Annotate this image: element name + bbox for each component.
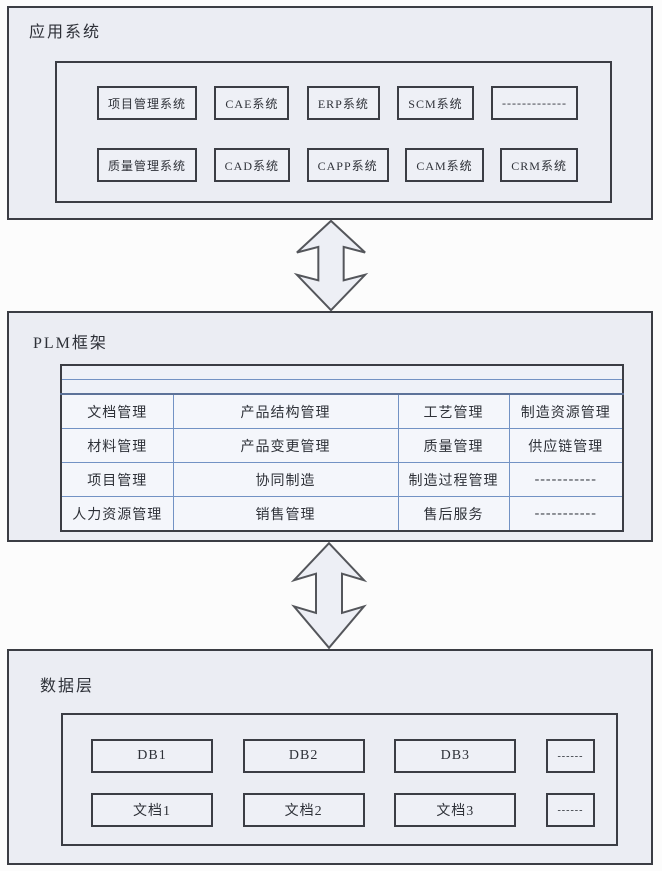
- plm-table-row-1: 文档管理 产品结构管理 工艺管理 制造资源管理: [60, 393, 624, 429]
- db1-box: DB1: [91, 739, 213, 773]
- system-box-crm: CRM系统: [500, 148, 578, 182]
- doc1-box: 文档1: [91, 793, 213, 827]
- plm-table-row-4: 人力资源管理 销售管理 售后服务 -----------: [60, 496, 624, 532]
- table-cell-supply-chain-mgmt: 供应链管理: [508, 428, 624, 463]
- table-cell-project-mgmt: 项目管理: [60, 462, 174, 497]
- plm-function-table: 文档管理 产品结构管理 工艺管理 制造资源管理 材料管理 产品变更管理 质量管理…: [60, 364, 624, 532]
- system-box-capp: CAPP系统: [306, 148, 389, 182]
- doc3-box: 文档3: [394, 793, 517, 827]
- data-layer-box: 数据层 DB1 DB2 DB3 ------ 文档1 文档2 文档3 -----…: [7, 649, 653, 865]
- table-spacer-cell-2: [60, 379, 624, 395]
- db-ellipsis-box: ------: [545, 739, 595, 773]
- system-box-erp: ERP系统: [306, 86, 380, 120]
- table-cell-sales-mgmt: 销售管理: [172, 496, 399, 532]
- plm-framework-layer-title: PLM框架: [33, 335, 108, 352]
- system-box-ellipsis: -------------: [491, 86, 578, 120]
- table-cell-hr-mgmt: 人力资源管理: [60, 496, 174, 532]
- table-cell-ellipsis-1: -----------: [508, 462, 624, 497]
- system-box-quality-mgmt: 质量管理系统: [97, 148, 198, 182]
- plm-table-row-3: 项目管理 协同制造 制造过程管理 -----------: [60, 462, 624, 497]
- db3-box: DB3: [394, 739, 517, 773]
- table-spacer-row-2: [60, 379, 624, 395]
- double-arrow-icon-bottom: [290, 541, 368, 650]
- document-row: 文档1 文档2 文档3 ------: [91, 793, 595, 827]
- data-layer-title: 数据层: [40, 678, 95, 695]
- table-cell-material-mgmt: 材料管理: [60, 428, 174, 463]
- database-row: DB1 DB2 DB3 ------: [91, 739, 595, 773]
- table-cell-collaborative-mfg: 协同制造: [172, 462, 399, 497]
- system-box-project-mgmt: 项目管理系统: [97, 86, 198, 120]
- table-cell-product-structure-mgmt: 产品结构管理: [172, 393, 399, 429]
- plm-framework-layer-box: PLM框架 文档管理 产品结构管理 工艺管理 制造资源管理 材料管理 产品变更管…: [7, 311, 653, 542]
- table-cell-quality-mgmt: 质量管理: [397, 428, 510, 463]
- application-layer-title: 应用系统: [29, 24, 102, 41]
- application-systems-row-1: 项目管理系统 CAE系统 ERP系统 SCM系统 -------------: [97, 86, 578, 120]
- table-cell-after-sales-service: 售后服务: [397, 496, 510, 532]
- system-box-cam: CAM系统: [405, 148, 484, 182]
- data-stores-container: DB1 DB2 DB3 ------ 文档1 文档2 文档3 ------: [61, 713, 618, 846]
- table-cell-ellipsis-2: -----------: [508, 496, 624, 532]
- doc-ellipsis-box: ------: [545, 793, 595, 827]
- system-box-cae: CAE系统: [214, 86, 290, 120]
- application-systems-row-2: 质量管理系统 CAD系统 CAPP系统 CAM系统 CRM系统: [97, 148, 578, 182]
- table-cell-product-change-mgmt: 产品变更管理: [172, 428, 399, 463]
- system-box-scm: SCM系统: [397, 86, 474, 120]
- table-cell-document-mgmt: 文档管理: [60, 393, 174, 429]
- plm-table-row-2: 材料管理 产品变更管理 质量管理 供应链管理: [60, 428, 624, 463]
- double-arrow-icon-top: [293, 219, 369, 312]
- table-cell-mfg-process-mgmt: 制造过程管理: [397, 462, 510, 497]
- table-spacer-row-1: [60, 364, 624, 380]
- application-systems-container: 项目管理系统 CAE系统 ERP系统 SCM系统 ------------- 质…: [55, 61, 612, 203]
- system-box-cad: CAD系统: [213, 148, 290, 182]
- table-spacer-cell-1: [60, 364, 624, 380]
- table-cell-process-mgmt: 工艺管理: [397, 393, 510, 429]
- table-cell-mfg-resource-mgmt: 制造资源管理: [508, 393, 624, 429]
- db2-box: DB2: [242, 739, 365, 773]
- application-layer-box: 应用系统 项目管理系统 CAE系统 ERP系统 SCM系统 ----------…: [7, 6, 653, 220]
- doc2-box: 文档2: [242, 793, 365, 827]
